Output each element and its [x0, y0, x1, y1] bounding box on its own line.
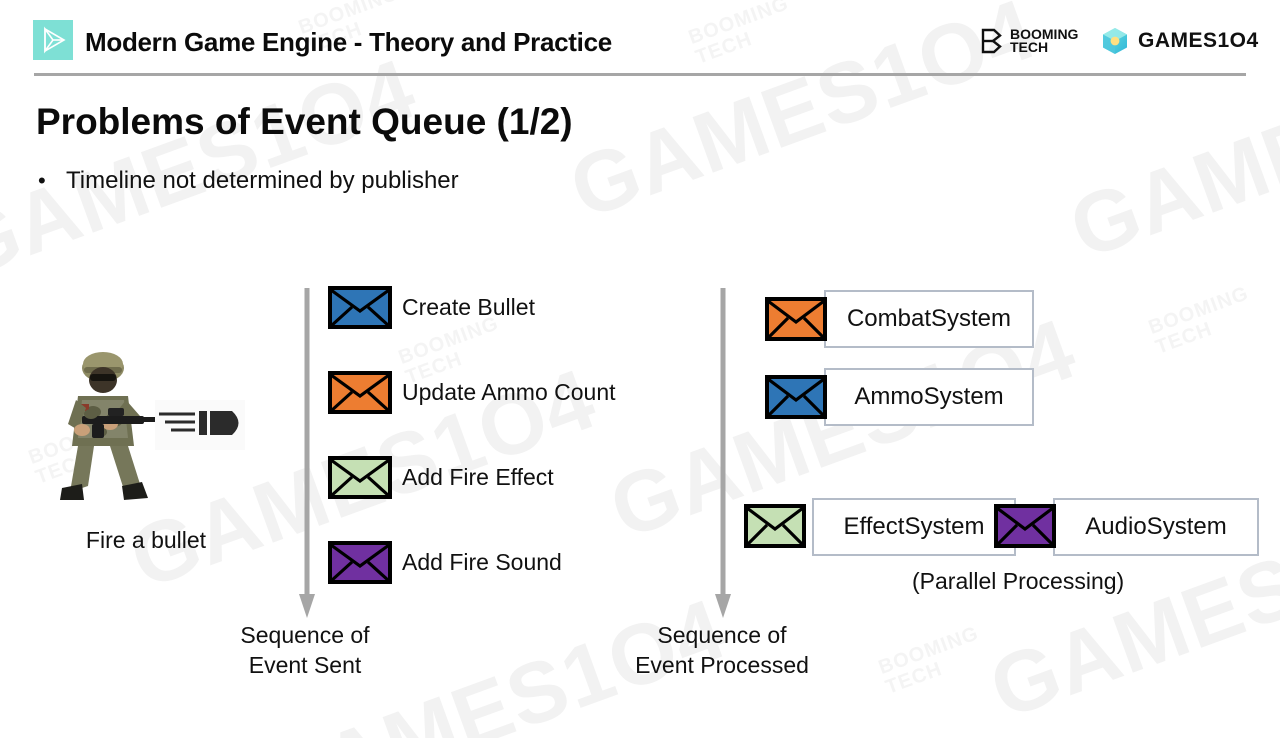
envelope-icon	[744, 504, 806, 548]
slide-header: Modern Game Engine - Theory and Practice…	[0, 0, 1280, 76]
envelope-icon	[328, 456, 392, 499]
flying-bullet-icon	[155, 400, 245, 455]
bullet-marker: •	[38, 168, 46, 193]
event-label: Create Bullet	[402, 294, 535, 320]
games104-cube-icon	[1103, 28, 1127, 54]
booming-tech-logo: BOOMING TECH	[980, 26, 1079, 55]
left-column-caption: Sequence of Event Sent	[240, 622, 370, 679]
booming-line2: TECH	[1010, 39, 1049, 55]
booming-line1: BOOMING	[1010, 26, 1079, 43]
games104-wordmark: GAMES1O4	[1138, 29, 1259, 52]
play-triangle-icon	[33, 20, 73, 60]
watermark-booming: BOOMING TECH	[396, 312, 509, 388]
soldier-firing-icon	[48, 350, 158, 515]
system-box-effectsystem[interactable]: EffectSystem	[812, 498, 1016, 556]
system-label: AudioSystem	[1085, 513, 1227, 540]
actor-caption: Fire a bullet	[85, 527, 207, 553]
system-label: EffectSystem	[843, 513, 985, 540]
system-box-combatsystem[interactable]: CombatSystem	[824, 290, 1034, 348]
system-box-ammosystem[interactable]: AmmoSystem	[824, 368, 1034, 426]
games104-logo: GAMES1O4	[1100, 26, 1259, 56]
page-title: Modern Game Engine - Theory and Practice	[85, 27, 612, 57]
envelope-icon	[765, 375, 827, 419]
header-divider	[34, 73, 1246, 76]
event-label: Update Ammo Count	[402, 379, 616, 405]
booming-b-icon	[981, 28, 1002, 54]
watermark-booming: BOOMING TECH	[875, 622, 989, 699]
watermark-booming-line2: TECH	[882, 657, 946, 699]
bullet-label: Timeline not determined by publisher	[66, 167, 459, 194]
envelope-icon	[994, 504, 1056, 548]
watermark-booming-line2: TECH	[1152, 317, 1216, 359]
slide-heading: Problems of Event Queue (1/2)	[36, 101, 573, 142]
booming-tech-wordmark: BOOMING TECH	[1010, 26, 1079, 55]
system-box-audiosystem[interactable]: AudioSystem	[1053, 498, 1259, 556]
watermark-booming-line1: BOOMING	[875, 622, 982, 679]
right-down-arrow-icon	[713, 288, 733, 625]
event-label: Add Fire Effect	[402, 464, 554, 490]
system-label: AmmoSystem	[854, 383, 1004, 410]
bullet-item: • Timeline not determined by publisher	[38, 167, 459, 195]
envelope-icon	[328, 541, 392, 584]
left-down-arrow-icon	[297, 288, 317, 625]
envelope-icon	[328, 371, 392, 414]
envelope-icon	[328, 286, 392, 329]
envelope-icon	[765, 297, 827, 341]
watermark-booming-line1: BOOMING	[1145, 282, 1252, 339]
event-label: Add Fire Sound	[402, 549, 562, 575]
parallel-processing-note: (Parallel Processing)	[912, 568, 1125, 594]
system-label: CombatSystem	[846, 305, 1012, 332]
watermark-booming: BOOMING TECH	[1145, 282, 1259, 359]
right-column-caption: Sequence of Event Processed	[635, 622, 809, 679]
